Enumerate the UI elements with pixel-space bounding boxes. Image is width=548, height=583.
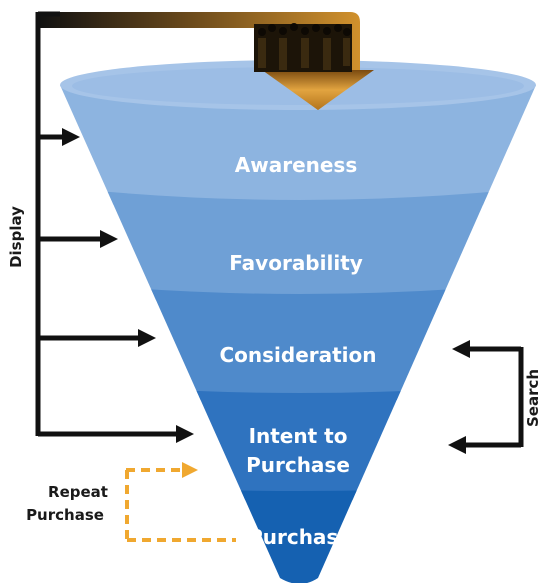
funnel-body — [60, 85, 536, 583]
search-arrowheads — [448, 340, 470, 454]
stage-label-consideration: Consideration — [219, 343, 376, 367]
repeat-label-line1: Repeat — [48, 483, 108, 501]
search-bracket — [466, 346, 524, 448]
crowd-of-people-icon — [40, 12, 374, 110]
repeat-label-line2: Purchase — [26, 506, 104, 524]
stage-label-purchase: Purchase — [248, 525, 352, 549]
stage-label-intent-line1: Intent to — [249, 424, 348, 448]
display-arrowheads — [62, 128, 194, 443]
display-label: Display — [7, 206, 25, 268]
stage-band-favorability — [60, 185, 536, 300]
stage-label-favorability: Favorability — [229, 251, 363, 275]
display-bracket — [35, 11, 180, 437]
repeat-purchase-bracket — [125, 468, 236, 542]
stage-label-awareness: Awareness — [235, 153, 358, 177]
search-label: Search — [524, 369, 542, 427]
stage-label-intent-line2: Purchase — [246, 453, 350, 477]
repeat-arrowhead — [182, 462, 198, 478]
